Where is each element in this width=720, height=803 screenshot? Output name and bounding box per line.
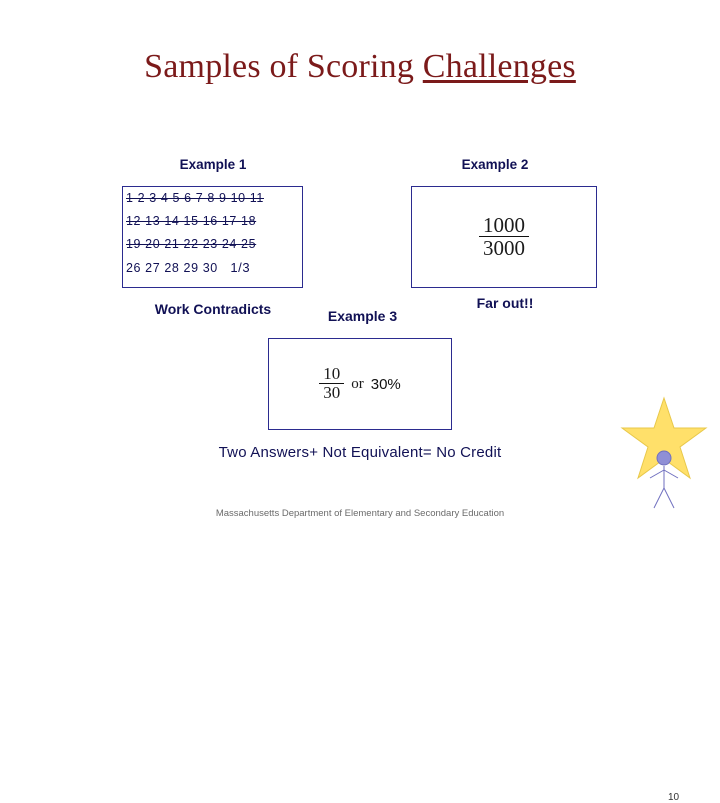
example1-answer: 1/3 (230, 260, 251, 275)
example3-label: Example 3 (327, 308, 398, 324)
example3-percent: 30% (370, 375, 401, 393)
example1-box (122, 186, 303, 288)
example2-numerator: 1000 (483, 212, 525, 237)
page-title-main: Samples of Scoring (144, 48, 423, 85)
example3-box: 10 30 or 30% (268, 338, 452, 430)
example1-row-2-text: 12 13 14 15 16 17 18 (126, 214, 257, 228)
page-number: 10 (668, 792, 680, 803)
annotation-far-out: Far out!! (476, 295, 534, 311)
example1-row-4: 26 27 28 29 30 1/3 (126, 260, 250, 275)
page-title-underlined: Challenges (422, 48, 576, 85)
footer-text: Massachusetts Department of Elementary a… (215, 508, 505, 519)
page-title: Samples of Scoring Challenges (0, 48, 720, 86)
example3-numerator: 10 (323, 364, 341, 384)
example3-connector: or (351, 375, 364, 392)
example2-box: 1000 3000 (411, 186, 597, 288)
example2-denominator: 3000 (479, 235, 529, 260)
example3-fraction-stack: 10 30 (319, 364, 345, 403)
example2-fraction: 1000 3000 (412, 187, 596, 287)
star-figure-decoration: 10 (616, 392, 712, 803)
example1-row-3: 19 20 21 22 23 24 25 (126, 237, 256, 251)
example1-row-1: 1 2 3 4 5 6 7 8 9 10 11 (126, 191, 264, 205)
annotation-work-contradicts: Work Contradicts (154, 301, 272, 317)
bottom-statement: Two Answers+ Not Equivalent= No Credit (218, 444, 502, 461)
slide-canvas: Samples of Scoring Challenges Example 1 … (0, 48, 720, 803)
person-icon (649, 450, 679, 509)
example1-row-2: 12 13 14 15 16 17 18 (126, 214, 256, 228)
example3-content: 10 30 or 30% (269, 339, 451, 429)
example1-row-3-text: 19 20 21 22 23 24 25 (126, 237, 257, 251)
example1-row-1-text: 1 2 3 4 5 6 7 8 9 10 11 (126, 191, 264, 205)
decoration-svg (620, 396, 708, 509)
example2-fraction-stack: 1000 3000 (479, 214, 529, 260)
example1-label: Example 1 (179, 157, 247, 172)
example2-label: Example 2 (461, 157, 529, 172)
example3-denominator: 30 (319, 383, 345, 403)
example1-row-4-text: 26 27 28 29 30 (126, 261, 218, 275)
